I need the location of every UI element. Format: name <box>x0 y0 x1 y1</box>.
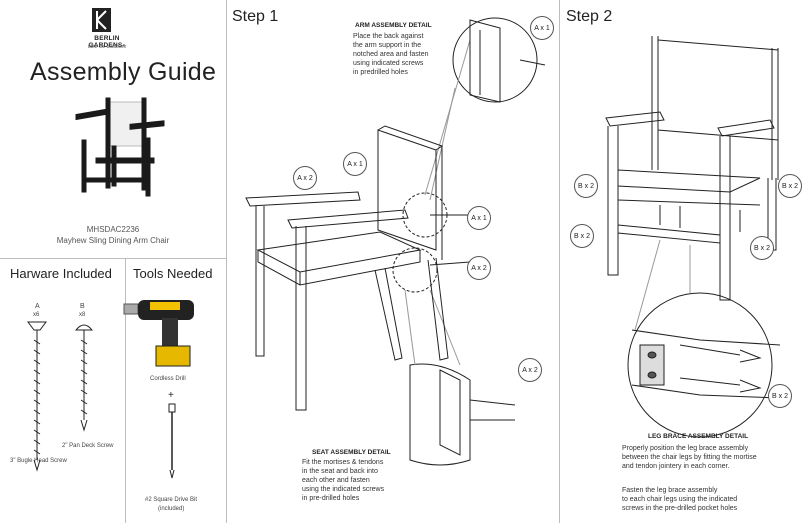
brand-name: BERLIN GARDENS® <box>88 35 126 49</box>
callout-a-x1-top: A x 1 <box>343 152 367 176</box>
square-drive-bit-icon <box>168 403 176 479</box>
seat-detail-text: Fit the mortises & tendons in the seat a… <box>302 459 385 502</box>
divider-tools <box>125 258 126 523</box>
callout-b-x2-left-top: B x 2 <box>574 174 598 198</box>
callout-a-x2-left: A x 2 <box>293 166 317 190</box>
leg-detail-title: LEG BRACE ASSEMBLY DETAIL <box>648 433 749 440</box>
divider-middle <box>559 0 560 523</box>
chair-product-image <box>75 97 165 197</box>
screw-b-qty: x8 <box>79 312 86 318</box>
page-title: Assembly Guide <box>30 58 217 86</box>
callout-a-x2-seat: A x 2 <box>518 358 542 382</box>
bit-label-line1: #2 Square Drive Bit <box>145 497 198 503</box>
step1-title: Step 1 <box>232 8 279 25</box>
seat-detail-title: SEAT ASSEMBLY DETAIL <box>312 449 391 456</box>
tools-heading: Tools Needed <box>133 266 213 281</box>
screw-a-qty: x6 <box>33 312 40 318</box>
arm-detail-title: ARM ASSEMBLY DETAIL <box>355 22 432 29</box>
step2-title: Step 2 <box>566 8 613 25</box>
screw-b-letter: B <box>80 303 85 310</box>
drill-label: Cordless Drill <box>150 376 186 382</box>
divider-horizontal <box>0 258 226 259</box>
product-code: MHSDAC2236 <box>86 225 140 234</box>
hardware-heading: Harware Included <box>10 266 112 281</box>
screw-b-name: 2" Pan Deck Screw <box>62 443 114 449</box>
cordless-drill-icon <box>123 300 194 367</box>
screw-a-name: 3" Bugle Head Screw <box>10 458 67 464</box>
leg-detail-text-2: Fasten the leg brace assembly to each ch… <box>622 487 738 512</box>
callout-a-x1-right: A x 1 <box>467 206 491 230</box>
plus-sign: + <box>168 390 174 401</box>
product-name: Mayhew Sling Dining Arm Chair <box>56 236 170 245</box>
leg-detail-text-1: Properly position the leg brace assembly… <box>622 445 757 470</box>
brand-logo-icon <box>92 8 111 32</box>
callout-b-x2-detail: B x 2 <box>768 384 792 408</box>
pan-deck-screw-icon <box>74 324 94 432</box>
bit-label-line2: (included) <box>158 506 185 512</box>
brand-tagline: take life outdoors <box>87 44 127 50</box>
arm-detail-text: Place the back against the arm support i… <box>353 33 429 76</box>
callout-a-x1-arm: A x 1 <box>530 16 554 40</box>
bugle-head-screw-icon <box>27 321 47 472</box>
callout-a-x2-mid: A x 2 <box>467 256 491 280</box>
callout-b-x2-left-bottom: B x 2 <box>570 224 594 248</box>
callout-b-x2-right-top: B x 2 <box>778 174 802 198</box>
callout-b-x2-right-bottom: B x 2 <box>750 236 774 260</box>
divider-left <box>226 0 227 523</box>
screw-a-letter: A <box>35 303 40 310</box>
